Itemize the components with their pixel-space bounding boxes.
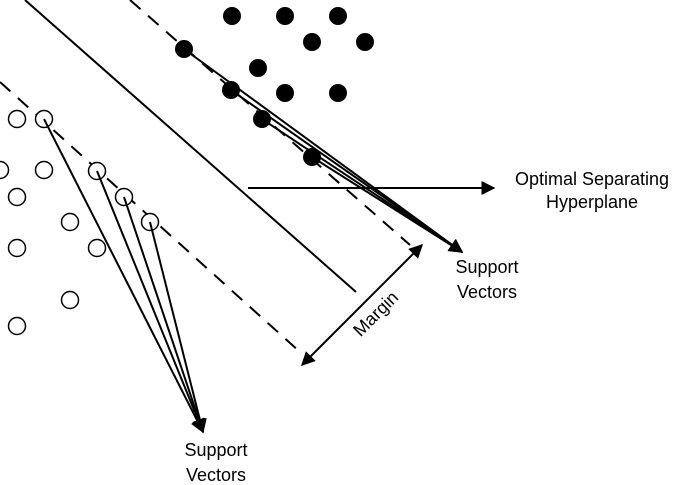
filled-point	[303, 33, 321, 51]
support-arrow	[183, 48, 464, 253]
filled-point	[329, 7, 347, 25]
filled-point	[329, 84, 347, 102]
filled-point	[356, 33, 374, 51]
filled-points	[175, 7, 374, 166]
support-arrow	[96, 170, 205, 434]
filled-point	[249, 59, 267, 77]
open-point	[0, 160, 10, 180]
optimal-hyperplane-label-line2: Hyperplane	[546, 192, 638, 212]
filled-point	[223, 7, 241, 25]
support-vectors-right-label-line2: Vectors	[457, 282, 517, 302]
support-vectors-right-label-line1: Support	[455, 257, 518, 277]
support-arrow	[149, 221, 207, 434]
open-point	[7, 316, 27, 336]
open-point	[87, 238, 107, 258]
left-support-arrows	[43, 118, 207, 434]
support-arrow	[230, 89, 464, 253]
support-vectors-left-label-line1: Support	[184, 440, 247, 460]
margin-label: Margin	[349, 287, 402, 340]
optimal-hyperplane-line	[24, 0, 357, 293]
support-arrow	[311, 156, 464, 253]
margin-arrow	[301, 244, 423, 366]
support-arrow	[43, 118, 204, 434]
right-support-arrows	[183, 48, 464, 253]
optimal-hyperplane-label-line1: Optimal Separating	[515, 169, 669, 189]
open-point	[60, 290, 80, 310]
open-point	[7, 238, 27, 258]
filled-point	[276, 7, 294, 25]
open-point	[7, 187, 27, 207]
support-vectors-left-label-line2: Vectors	[186, 465, 246, 485]
support-arrow	[123, 196, 206, 434]
open-points	[0, 109, 160, 336]
open-point	[7, 109, 27, 129]
open-point	[60, 212, 80, 232]
filled-point	[276, 84, 294, 102]
open-point	[34, 160, 54, 180]
